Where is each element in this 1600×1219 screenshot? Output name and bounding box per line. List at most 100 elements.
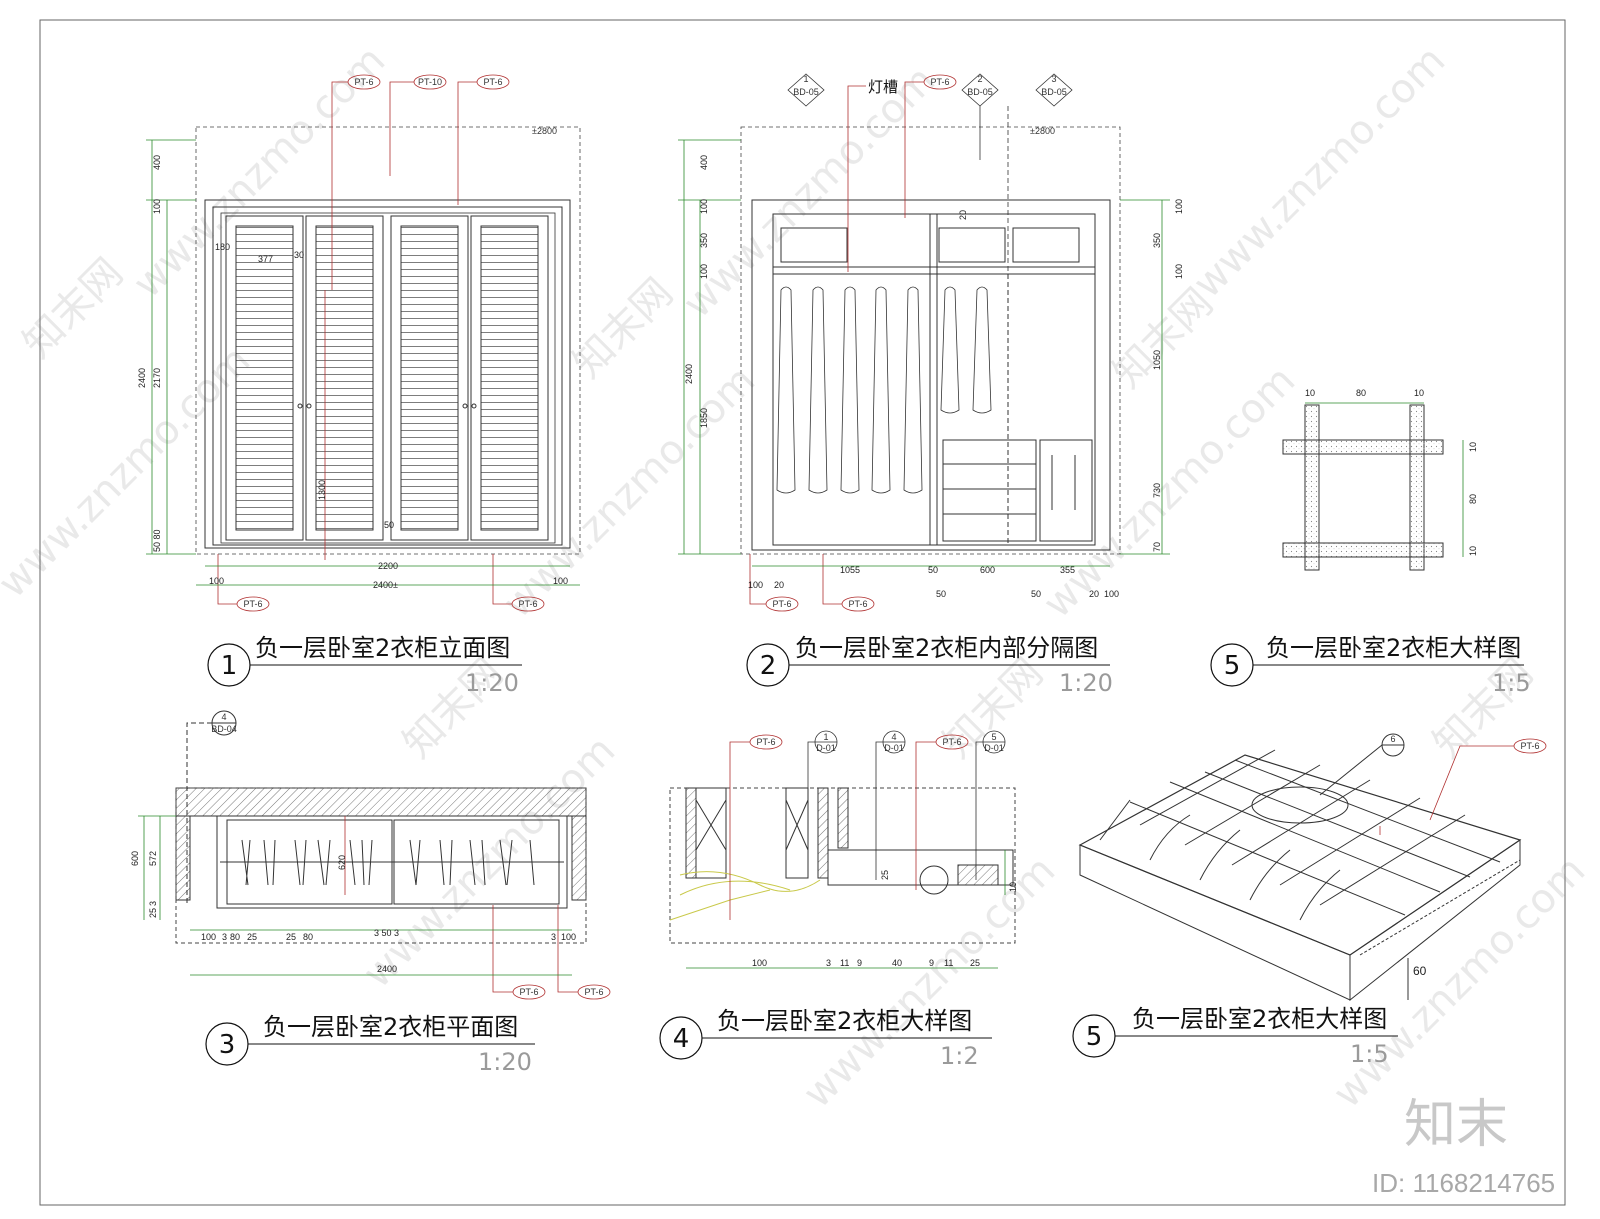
hanging-clothes: [776, 286, 992, 494]
dim-label: 1055: [840, 565, 860, 575]
section-ref: BD-05: [793, 87, 819, 97]
drawing-1-elevation: PT-6 PT-10 PT-6 PT-6 PT-6 ±2800 400 100 …: [137, 74, 581, 612]
dim-label: 100: [561, 932, 576, 942]
dim-label: 100: [752, 958, 767, 968]
watermark-text: www.znzmo.com: [675, 57, 945, 327]
dim-label: 50: [1031, 589, 1041, 599]
dim-label: 100: [1174, 264, 1184, 279]
section-ref: BD-05: [967, 87, 993, 97]
dim-label: 9: [929, 958, 934, 968]
dim-label: 600: [130, 851, 140, 866]
dim-label: 2400±: [373, 580, 398, 590]
drawing-scale: 1:5: [1350, 1040, 1389, 1068]
dim-label: 50 80: [152, 529, 162, 552]
dim-label: 25: [286, 932, 296, 942]
dim-label: 100: [699, 264, 709, 279]
section-number: 6: [1390, 734, 1395, 744]
dim-label: 100: [209, 576, 224, 586]
section-number: 1: [803, 74, 808, 84]
dim-label: 730: [1152, 483, 1162, 498]
drawing-title: 负一层卧室2衣柜平面图: [263, 1013, 518, 1041]
dim-label: 100: [748, 580, 763, 590]
dim-label: 3: [222, 932, 227, 942]
dim-label: 100: [553, 576, 568, 586]
section-number: 1: [823, 732, 828, 742]
drawing-number: 4: [673, 1024, 690, 1054]
dim-label: 1050: [1152, 350, 1162, 370]
dim-label: 11: [840, 958, 849, 968]
dim-label: 10: [1468, 442, 1478, 452]
tag-label: PT-6: [519, 987, 538, 997]
dim-label: 50: [936, 589, 946, 599]
drawing-title: 负一层卧室2衣柜大样图: [717, 1007, 972, 1035]
drawing-scale: 1:20: [465, 669, 519, 697]
dim-label: 9: [857, 958, 862, 968]
dim-label: 3: [826, 958, 831, 968]
tag-label: PT-6: [483, 77, 502, 87]
dim-label: 2200: [378, 561, 398, 571]
dim-label: 350: [699, 233, 709, 248]
tag-label: PT-6: [942, 737, 961, 747]
dim-label: 70: [1152, 542, 1162, 552]
dim-label: 25: [148, 908, 158, 918]
dim-label: 50: [384, 520, 394, 530]
level-mark: ±2800: [532, 126, 557, 136]
drawing-title: 负一层卧室2衣柜内部分隔图: [795, 634, 1098, 662]
drawing-title: 负一层卧室2衣柜立面图: [255, 634, 510, 662]
watermark-text: www.znzmo.com: [1325, 847, 1595, 1117]
title-block-2: 2 负一层卧室2衣柜内部分隔图 1:20: [746, 634, 1113, 697]
dim-label: 3 50 3: [374, 928, 399, 938]
tag-label: PT-10: [418, 77, 442, 87]
tag-label: PT-6: [354, 77, 373, 87]
tag-label: PT-6: [772, 599, 791, 609]
dim-label: 20: [1089, 589, 1099, 599]
tag-label: PT-6: [1520, 741, 1539, 751]
dim-label: 100: [1174, 199, 1184, 214]
section-number: 4: [221, 712, 226, 722]
drawing-scale: 1:5: [1492, 669, 1531, 697]
drawing-number: 5: [1224, 651, 1241, 681]
dim-label: 80: [303, 932, 313, 942]
tag-label: PT-6: [848, 599, 867, 609]
drawing-number: 1: [221, 651, 238, 681]
dim-label: 100: [1104, 589, 1119, 599]
dim-label: 377: [258, 254, 273, 264]
dim-label: 25: [970, 958, 980, 968]
dim-label: 80: [230, 932, 240, 942]
drawing-scale: 1:2: [940, 1042, 979, 1070]
dim-label: 40: [892, 958, 902, 968]
watermark-text: 知末网: [15, 250, 132, 367]
drawing-title: 负一层卧室2衣柜大样图: [1132, 1005, 1387, 1033]
grid-compartments: [1129, 749, 1501, 916]
dim-label: 1300: [317, 480, 327, 500]
tag-label: PT-6: [518, 599, 537, 609]
wardrobe-doors: [225, 215, 549, 541]
dim-label: 30: [294, 250, 304, 260]
drawing-2-interior: 1 BD-05 2 BD-05 3 BD-05 灯槽 PT-6 PT-6 PT-…: [678, 73, 1184, 612]
dim-label: 10: [1468, 546, 1478, 556]
section-ref: D-01: [816, 743, 836, 753]
drawing-scale: 1:20: [1059, 669, 1113, 697]
drawing-number: 3: [219, 1030, 236, 1060]
title-block-5a: 5 负一层卧室2衣柜大样图 1:5: [1210, 634, 1531, 697]
dim-label: 2170: [152, 368, 162, 388]
watermark-text: www.znzmo.com: [795, 847, 1065, 1117]
drawing-5-section: 10 80 10 10 80 10: [1282, 388, 1478, 571]
dim-label: 2400: [137, 368, 147, 388]
dim-label: 2400: [377, 964, 397, 974]
tag-label: PT-6: [756, 737, 775, 747]
dim-label: 80: [1468, 494, 1478, 504]
section-number: 2: [977, 74, 982, 84]
dim-label: 180: [215, 242, 230, 252]
title-block-3: 3 负一层卧室2衣柜平面图 1:20: [205, 1013, 535, 1076]
dim-label: 100: [152, 199, 162, 214]
watermark-layer: 知末网 www.znzmo.com www.znzmo.com 知末网 www.…: [0, 37, 1594, 1117]
drawing-number: 5: [1086, 1022, 1103, 1052]
section-ref: D-01: [984, 743, 1004, 753]
section-number: 3: [1051, 74, 1056, 84]
watermark-text: 知末网: [565, 270, 682, 387]
section-ref: D-01: [884, 743, 904, 753]
dim-label: 2400: [684, 364, 694, 384]
dim-label: 50: [928, 565, 938, 575]
